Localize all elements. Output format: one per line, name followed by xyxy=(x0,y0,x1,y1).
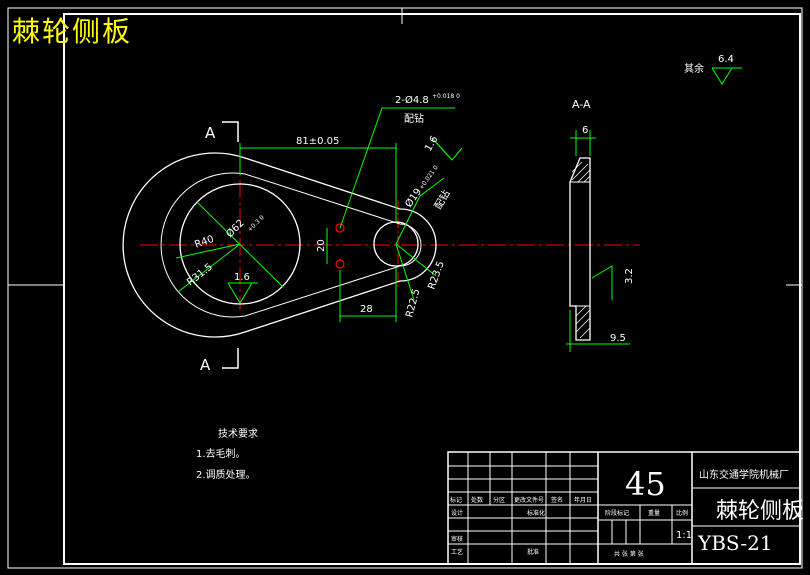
tech-item-2: 2.调质处理。 xyxy=(196,469,256,481)
section-letter-top: A xyxy=(205,124,216,142)
tb-label-standard: 标准化 xyxy=(527,509,545,517)
pin-hole-upper xyxy=(335,223,345,233)
dim-thickness: 6 xyxy=(582,125,588,136)
tb-label-scale: 比例 xyxy=(676,509,688,517)
hatch-bottom xyxy=(575,305,591,339)
tb-label-signature: 签名 xyxy=(551,496,563,504)
dim-line-r-outer xyxy=(175,243,241,259)
dim-line-r-small-inner xyxy=(395,243,415,301)
roughness-default-value: 6.4 xyxy=(718,54,734,65)
tb-label-change-doc: 更改文件号 xyxy=(514,496,544,504)
tb-company: 山东交通学院机械厂 xyxy=(699,468,789,481)
dim-pin-holes: 2-Ø4.8 xyxy=(395,94,429,106)
dim-pin-spacing: 20 xyxy=(316,239,327,252)
dim-r-small-outer: R23.5 xyxy=(426,260,446,291)
inner-border xyxy=(63,13,801,565)
dim-center-distance: 81±0.05 xyxy=(296,136,339,147)
outer-contour xyxy=(122,152,437,338)
roughness-symbol-side xyxy=(591,265,613,292)
tb-label-process: 工艺 xyxy=(451,548,463,556)
hatch-top xyxy=(571,161,591,183)
tb-label-mark: 标记 xyxy=(450,496,462,504)
tb-drawing-number: YBS-21 xyxy=(697,531,773,555)
leader-pin-holes xyxy=(339,107,455,229)
roughness-symbol-bore xyxy=(227,282,253,304)
dim-r-small-inner: R22.5 xyxy=(404,288,422,319)
dim-line-r-small-outer xyxy=(395,243,437,277)
tb-label-weight: 重量 xyxy=(648,509,660,517)
tb-label-approve: 批准 xyxy=(527,548,539,556)
dim-r-outer: R40 xyxy=(193,234,215,251)
dim-bore-tol: +0.3 0 xyxy=(246,214,265,233)
section-letter-bottom: A xyxy=(200,356,211,374)
title-block-labels: 标记 处数 分区 更改文件号 签名 年月日 设计 标准化 审核 工艺 批准 阶段… xyxy=(450,496,688,558)
tb-label-stage: 阶段标记 xyxy=(605,509,629,517)
roughness-hole-value: 1.6 xyxy=(423,134,440,153)
tech-heading: 技术要求 xyxy=(218,427,258,440)
tb-label-design: 设计 xyxy=(451,509,463,517)
note-drill-pin: 配钻 xyxy=(404,112,424,125)
main-bore-circle xyxy=(179,183,301,305)
dim-offset: 28 xyxy=(360,304,373,315)
section-marker-top xyxy=(222,121,239,142)
tb-label-sheets: 共 张 第 张 xyxy=(614,550,644,558)
tb-label-check: 审核 xyxy=(451,535,463,543)
roughness-bore-value: 1.6 xyxy=(234,272,250,283)
section-view: A-A 6 9.5 3.2 xyxy=(566,98,635,352)
inner-contour xyxy=(160,172,422,318)
title-block xyxy=(447,451,801,565)
title-block-frame xyxy=(447,451,801,565)
tb-material: 45 xyxy=(625,465,666,503)
dim-line-r-inner xyxy=(177,243,241,293)
outer-border xyxy=(7,7,803,569)
dim-small-hole-tol: +0.021 0 xyxy=(418,164,440,191)
dim-pin-holes-tol: +0.018 0 xyxy=(432,93,460,100)
tech-requirements: 技术要求 1.去毛刺。 2.调质处理。 xyxy=(196,427,258,481)
dim-width-section: 9.5 xyxy=(610,333,626,344)
tb-label-count: 处数 xyxy=(471,496,483,504)
tb-scale-value: 1:1 xyxy=(676,530,692,541)
dim-bore: Ø62 xyxy=(224,217,247,240)
leader-small-hole xyxy=(395,177,445,245)
section-plate-outline xyxy=(569,157,591,341)
tech-item-1: 1.去毛刺。 xyxy=(196,448,246,460)
tb-part-name: 棘轮侧板 xyxy=(716,499,804,524)
roughness-note: 其余 xyxy=(684,62,704,75)
dimension-texts: 81±0.05 2-Ø4.8 +0.018 0 配钻 20 28 Ø62 +0.… xyxy=(185,54,734,319)
drawing-title: 棘轮侧板 xyxy=(12,15,133,48)
note-drill-small: 配钻 xyxy=(431,188,452,212)
section-marker-bottom xyxy=(222,348,239,369)
dimensions xyxy=(175,67,742,322)
roughness-bar-hole xyxy=(431,137,453,161)
roughness-side-value: 3.2 xyxy=(624,268,635,284)
dim-r-inner: R31.5 xyxy=(185,262,215,289)
pin-hole-lower xyxy=(335,259,345,269)
tb-label-zone: 分区 xyxy=(493,496,505,504)
tb-label-date: 年月日 xyxy=(574,496,592,504)
section-view-label: A-A xyxy=(572,98,591,111)
roughness-symbol-default xyxy=(711,67,733,85)
